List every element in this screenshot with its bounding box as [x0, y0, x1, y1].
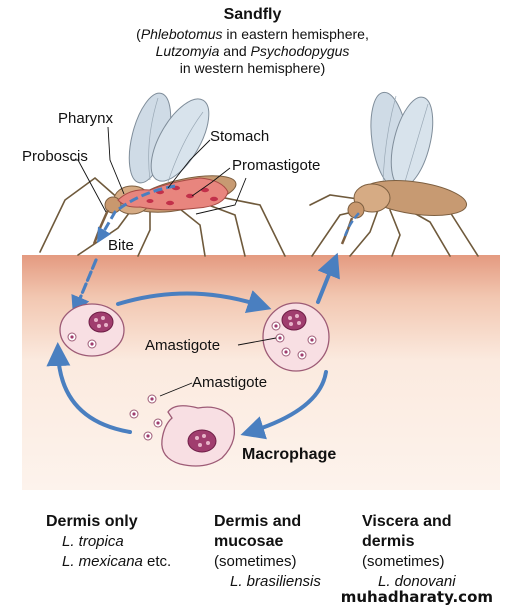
- label-promastigote: Promastigote: [232, 157, 321, 174]
- label-proboscis: Proboscis: [22, 148, 88, 165]
- column-3-heading-1: Viscera and: [362, 513, 452, 530]
- watermark: muhadharaty.com: [336, 588, 497, 606]
- diagram-title: Sandfly: [223, 6, 282, 23]
- column-dermis-only: Dermis only L. tropica L. mexicana etc.: [46, 512, 171, 572]
- column-2-heading-2: mucosae: [214, 533, 284, 550]
- cycle-arrows: [46, 252, 340, 440]
- infected-cell-right: [262, 302, 330, 372]
- label-pharynx: Pharynx: [58, 110, 114, 127]
- label-macrophage: Macrophage: [242, 446, 337, 463]
- label-bite: Bite: [108, 237, 134, 254]
- gut: [117, 177, 229, 211]
- column-1-species-2: L. mexicana etc.: [62, 553, 172, 570]
- label-amastigote-2: Amastigote: [192, 374, 268, 391]
- column-2-species: L. brasiliensis: [230, 573, 321, 590]
- subtitle-line-3: in western hemisphere): [179, 60, 326, 76]
- column-1-heading: Dermis only: [46, 513, 138, 530]
- label-amastigote-1: Amastigote: [145, 337, 221, 354]
- column-3-heading-2: dermis: [362, 533, 415, 550]
- subtitle-line-2: Lutzomyia and Psychodopygus: [155, 43, 350, 59]
- column-2-heading-1: Dermis and: [214, 513, 302, 530]
- sandfly-left: [39, 92, 286, 257]
- free-amastigotes: [129, 394, 163, 441]
- column-dermis-mucosae: Dermis and mucosae (sometimes) L. brasil…: [214, 512, 321, 592]
- column-3-note: (sometimes): [362, 553, 445, 570]
- column-3-species: L. donovani: [378, 573, 456, 590]
- column-1-species-1: L. tropica: [62, 533, 124, 550]
- column-2-note: (sometimes): [214, 553, 297, 570]
- infected-cell-left: [59, 303, 125, 357]
- column-viscera-dermis: Viscera and dermis (sometimes) L. donova…: [362, 512, 456, 592]
- macrophage: [161, 405, 236, 467]
- sandfly-right: [309, 91, 479, 257]
- label-stomach: Stomach: [210, 128, 270, 145]
- subtitle-line-1: (Phlebotomus in eastern hemisphere,: [136, 26, 369, 42]
